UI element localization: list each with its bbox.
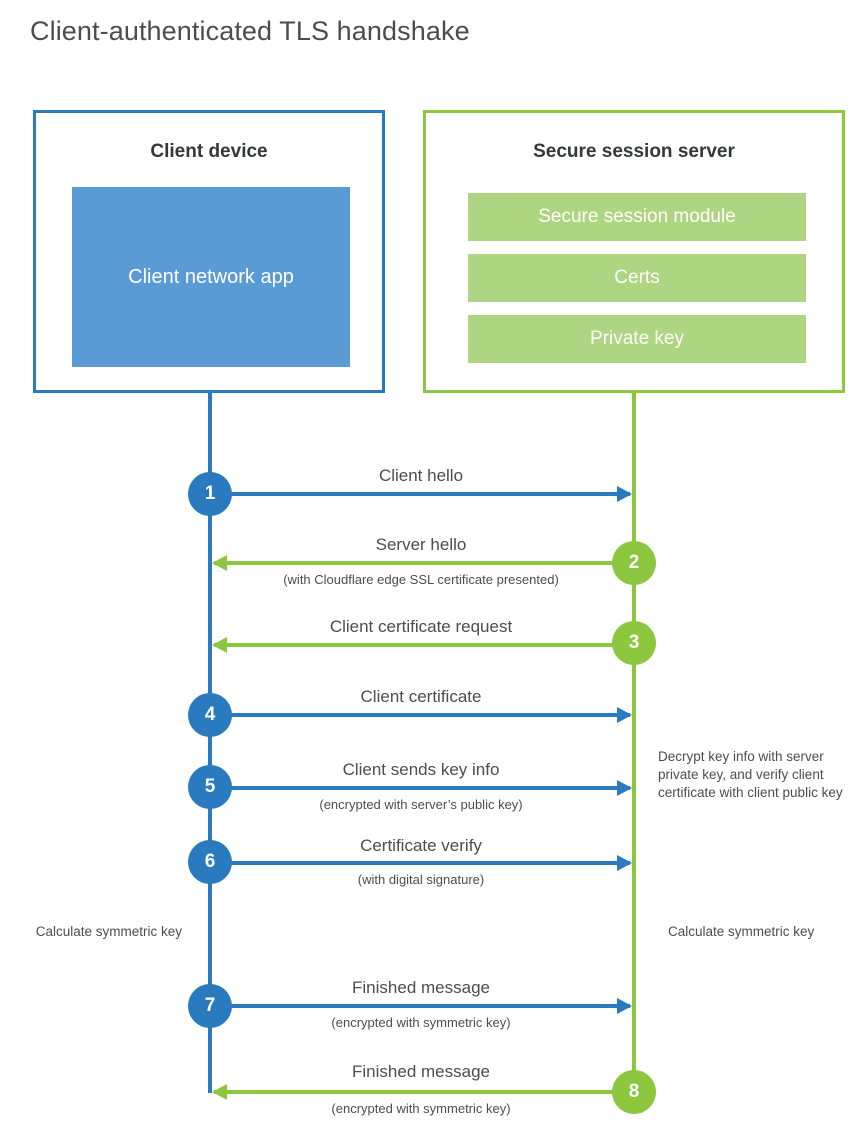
secure-session-server-box: Secure session server Secure session mod… [423, 110, 845, 393]
server-component-certs: Certs [468, 254, 806, 302]
note-calculate-symmetric-key-client: Calculate symmetric key [35, 924, 182, 939]
step-marker-1: 1 [188, 472, 232, 516]
step-7-arrow [212, 998, 632, 1014]
client-lifeline [208, 393, 212, 1093]
step-3-arrow [212, 637, 632, 653]
step-2-arrow [212, 555, 632, 571]
step-5-sublabel: (encrypted with server’s public key) [319, 797, 523, 812]
server-component-private-key: Private key [468, 315, 806, 363]
client-network-app-block: Client network app [72, 187, 350, 367]
step-marker-3: 3 [612, 621, 656, 665]
step-4-arrow [212, 707, 632, 723]
step-3-label: Client certificate request [329, 617, 513, 636]
arrowhead-left-icon [212, 555, 227, 571]
arrowhead-right-icon [617, 998, 632, 1014]
step-marker-7: 7 [188, 984, 232, 1028]
step-7-sublabel: (encrypted with symmetric key) [331, 1015, 511, 1030]
arrowhead-right-icon [617, 855, 632, 871]
arrowhead-right-icon [617, 486, 632, 502]
step-8-arrow [212, 1084, 632, 1100]
client-device-box: Client device Client network app [33, 110, 385, 393]
step-marker-2: 2 [612, 541, 656, 585]
arrowhead-left-icon [212, 1084, 227, 1100]
step-8-label: Finished message [352, 1062, 490, 1081]
step-5-arrow [212, 780, 632, 796]
step-1-label: Client hello [378, 466, 464, 485]
step-8-sublabel: (encrypted with symmetric key) [331, 1101, 511, 1116]
arrowhead-right-icon [617, 780, 632, 796]
server-lifeline [632, 393, 636, 1093]
page-title: Client-authenticated TLS handshake [30, 16, 470, 46]
step-6-sublabel: (with digital signature) [357, 872, 485, 887]
step-2-sublabel: (with Cloudflare edge SSL certificate pr… [283, 572, 559, 587]
step-2-label: Server hello [375, 535, 467, 554]
arrowhead-right-icon [617, 707, 632, 723]
step-5-label: Client sends key info [342, 760, 500, 779]
server-component-secure-session-module: Secure session module [468, 193, 806, 241]
client-device-title: Client device [150, 141, 268, 162]
step-marker-4: 4 [188, 693, 232, 737]
note-decrypt-key-info: Decrypt key info with server private key… [658, 749, 843, 801]
arrowhead-left-icon [212, 637, 227, 653]
note-calculate-symmetric-key-server: Calculate symmetric key [668, 924, 815, 939]
step-marker-8: 8 [612, 1070, 656, 1114]
step-7-label: Finished message [352, 978, 490, 997]
step-marker-5: 5 [188, 765, 232, 809]
step-6-arrow [212, 855, 632, 871]
step-4-label: Client certificate [360, 687, 482, 706]
step-1-arrow [212, 486, 632, 502]
secure-session-server-title: Secure session server [533, 141, 735, 162]
step-6-label: Certificate verify [360, 836, 482, 855]
step-marker-6: 6 [188, 840, 232, 884]
